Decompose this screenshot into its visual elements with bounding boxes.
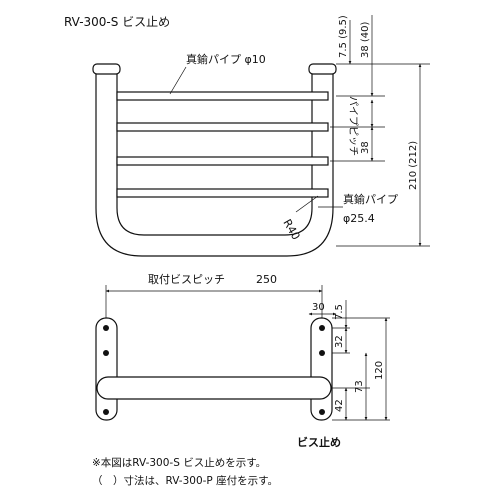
screw-hole — [319, 350, 325, 356]
main-pipe-diameter: φ25.4 — [343, 212, 375, 225]
thin-pipe-label: 真鍮パイプ φ10 — [186, 52, 266, 66]
dim-pitch-value: 38 — [360, 141, 371, 154]
bend-radius-leader — [295, 195, 319, 213]
screw-hole — [103, 350, 109, 356]
dim-d1: 7.5 — [334, 304, 345, 320]
screw-hole — [103, 325, 109, 331]
model-title: RV-300-S ビス止め — [64, 15, 170, 29]
screw-pitch-label: 取付ビスピッチ — [148, 273, 225, 286]
screw-hole — [103, 409, 109, 415]
note-1: ※本図はRV-300-S ビス止めを示す。 — [92, 456, 266, 469]
thin-pipe — [116, 91, 329, 101]
screw-hole — [319, 325, 325, 331]
thin-pipe — [116, 188, 329, 198]
thin-pipe — [116, 122, 329, 132]
note-2: （ ）寸法は、RV-300-P 座付を示す。 — [92, 474, 278, 487]
main-pipe-label: 真鍮パイプ — [343, 192, 398, 206]
pitch-label: パイプピッチ — [347, 96, 359, 156]
left-pipe-cap — [92, 63, 121, 75]
front-view: 真鍮パイプ φ10 R40 真鍮パイプ φ25.4 7.5 (9.5) 38 (… — [92, 15, 430, 257]
bend-radius-label: R40 — [280, 217, 302, 242]
left-flange — [95, 317, 118, 421]
dim-top-small: 7.5 (9.5) — [338, 15, 349, 58]
top-view-pipe — [96, 376, 332, 400]
dim-d2: 32 — [334, 335, 345, 348]
screw-mount-label: ビス止め — [297, 435, 341, 449]
top-view: 取付ビスピッチ 250 30 7.5 32 42 — [95, 273, 390, 449]
dim-d4: 42 — [334, 399, 345, 412]
thin-pipe — [116, 156, 329, 166]
dim-top-large: 38 (40) — [360, 21, 371, 58]
right-pipe-cap — [308, 63, 337, 75]
screw-hole — [319, 409, 325, 415]
flange-width: 30 — [312, 302, 325, 313]
dim-d3: 73 — [354, 380, 365, 393]
dim-total: 120 — [374, 361, 385, 380]
thin-pipe-leader — [169, 66, 187, 95]
dim-height: 210 (212) — [408, 141, 419, 190]
screw-pitch-value: 250 — [256, 273, 277, 286]
thin-pipes — [116, 91, 329, 198]
right-flange — [310, 317, 333, 421]
main-pipe-inner — [116, 72, 313, 236]
main-pipe-outer — [95, 72, 334, 257]
